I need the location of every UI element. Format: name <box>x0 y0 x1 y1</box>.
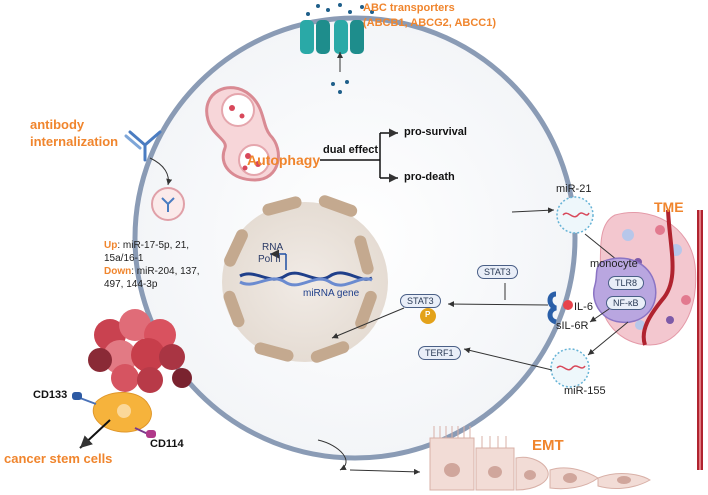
phospho-p-icon <box>420 308 436 324</box>
dual-effect-label: dual effect <box>323 144 379 156</box>
monocyte-label: monocyte <box>590 258 638 270</box>
terf1-pill: TERF1 <box>418 346 461 360</box>
tumor-cluster-icon <box>88 309 192 393</box>
autophagy-label: Autophagy <box>247 152 321 168</box>
up-label: Up <box>104 240 118 251</box>
down-mirna-line-1: Down: miR-204, 137, <box>104 266 200 278</box>
up-mirna-line-2: 15a/16-1 <box>104 253 144 264</box>
tme-label: TME <box>654 199 684 215</box>
pro-survival-label: pro-survival <box>404 126 467 138</box>
up-mirna-line-1: Up: miR-17-5p, 21, <box>104 240 189 252</box>
antibody-label-1: antibody <box>30 117 85 132</box>
up-text: : miR-17-5p, 21, <box>117 240 190 251</box>
endosome-icon <box>151 187 185 221</box>
pol-label: Pol II <box>258 254 281 265</box>
stat3-phospho-pill: STAT3 <box>400 294 441 308</box>
mir155-vesicle-icon <box>550 348 590 388</box>
il6-label: IL-6 <box>574 301 593 313</box>
nucleus-icon <box>222 195 388 363</box>
autophagosome-icon <box>205 86 280 182</box>
nfkb-pill: NF-κB <box>606 296 646 310</box>
abc-title: ABC transporters <box>363 2 455 14</box>
emt-label: EMT <box>532 437 564 454</box>
cd133-label: CD133 <box>33 389 68 401</box>
cd114-label: CD114 <box>150 438 184 450</box>
stem-cell-icon <box>72 391 156 438</box>
abc-transporter-icon <box>300 3 374 94</box>
rna-label: RNA <box>262 242 284 253</box>
down-label: Down <box>104 266 132 277</box>
mir21-vesicle-icon <box>556 196 594 234</box>
tme-tissue-icon <box>599 209 703 470</box>
stat3-pill: STAT3 <box>477 265 518 279</box>
antibody-icon <box>124 130 162 162</box>
il6-receptor-icon <box>547 291 573 325</box>
mirna-gene-label: miRNA gene <box>303 288 360 299</box>
antibody-label-2: internalization <box>30 134 119 149</box>
emt-cells-icon <box>317 426 652 491</box>
down-mirna-line-2: 497, 144-3p <box>104 279 158 290</box>
sil6r-label: sIL-6R <box>556 320 589 332</box>
phospho-label: P <box>425 310 431 319</box>
mir21-label: miR-21 <box>556 183 592 195</box>
mir155-label: miR-155 <box>564 385 606 397</box>
cancer-stem-cells-label: cancer stem cells <box>4 451 113 466</box>
down-text: : miR-204, 137, <box>131 266 200 277</box>
tlr8-pill: TLR8 <box>608 276 645 290</box>
pro-death-label: pro-death <box>404 171 455 183</box>
abc-genes: (ABCB1, ABCG2, ABCC1) <box>363 17 497 29</box>
